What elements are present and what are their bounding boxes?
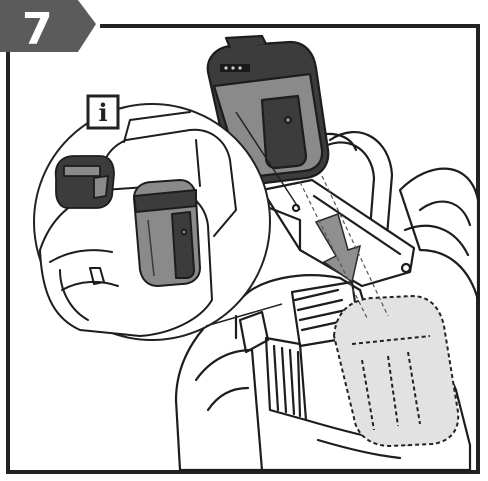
step-number: 7: [22, 4, 53, 55]
info-icon: i: [88, 96, 118, 128]
info-symbol: i: [98, 98, 107, 127]
step-badge: 7: [0, 0, 100, 55]
